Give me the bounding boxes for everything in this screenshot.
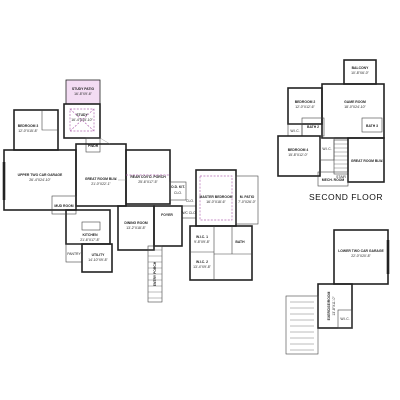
study-dashed-outline xyxy=(69,108,95,132)
rear-porch-label: REAR COV'D. PORCH xyxy=(130,175,166,179)
utility-size: 14'-10"X9'-8" xyxy=(88,258,108,262)
lower-stair-area xyxy=(285,295,319,355)
wic2-size: 13'-4"X9'-8" xyxy=(193,265,211,269)
bath3-label: BATH 3 xyxy=(366,124,378,128)
master-suite-block xyxy=(189,225,253,281)
mech-room xyxy=(317,171,349,187)
lower-garage-label: LOWER TWO CAR GARAGE xyxy=(338,249,384,253)
lower-level-labels: LOWER TWO CAR GARAGE 22'-0"X20'-8" EXERC… xyxy=(327,249,385,321)
bedroom4-wic-label: W.I.C. xyxy=(322,147,331,151)
master-suite-partitions xyxy=(190,226,252,280)
entry-porch-steps xyxy=(148,249,162,299)
lower-stair-treads xyxy=(290,301,314,351)
pwdr-label: PWDR xyxy=(88,144,99,148)
utility-label: UTILITY xyxy=(92,253,106,257)
stair-label: STAIR xyxy=(336,175,346,179)
second-floor-title: SECOND FLOOR xyxy=(309,192,383,202)
bedroom2-size: 12'-0"X12'-6" xyxy=(295,105,315,109)
balcony-size: 10'-8"X6'-0" xyxy=(351,71,369,75)
m-patio-area xyxy=(235,175,259,225)
pantry-label: PANTRY xyxy=(67,252,81,256)
study-patio-area xyxy=(65,79,101,105)
kitchen-size: 21'-6"X17'-8" xyxy=(80,238,100,242)
clo1-label: CLO. xyxy=(174,191,182,195)
second-floor-labels: BALCONY 10'-8"X6'-0" BEDROOM 2 12'-0"X12… xyxy=(288,66,383,202)
master-bedroom-size: 16'-0"X18'-6" xyxy=(206,200,226,204)
clo2-label: CLO. xyxy=(186,199,194,203)
bedroom2-wic-label: W.I.C. xyxy=(290,129,299,133)
study-room xyxy=(63,103,101,139)
wc-clo-label: W/C CLO. xyxy=(181,211,197,215)
wic2-label: W.I.C. 2 xyxy=(196,260,208,264)
great-room xyxy=(75,143,127,207)
great-room-size: 21'-0"X22'-1" xyxy=(91,182,111,186)
od-kitchen-area xyxy=(169,181,187,201)
first-floor-labels: STUDY PATIO 16'-8"X9'-6" STUDY 16'-4"X15… xyxy=(18,87,257,286)
upper-garage-label: UPPER TWO CAR GARAGE xyxy=(18,173,63,177)
od-kit-label: O.D. KIT. xyxy=(171,185,185,189)
kitchen-island xyxy=(81,221,101,231)
dining-room-size: 13'-2"X18'-8" xyxy=(126,226,146,230)
second-floor-plan xyxy=(277,59,385,187)
study-label: STUDY xyxy=(76,113,88,117)
wic1-size: 9'-8"X9'-8" xyxy=(194,240,211,244)
bedroom2-label: BEDROOM 2 xyxy=(295,100,316,104)
stair-area xyxy=(333,139,349,175)
master-bath-label: BATH xyxy=(235,240,245,244)
lower-wic-label: W.I.C. xyxy=(340,317,349,321)
great-room-label: GREAT ROOM BLW. xyxy=(85,177,117,181)
bedroom3-size: 12'-0"X15'-8" xyxy=(18,129,38,133)
game-room-label: GAME ROOM xyxy=(344,100,366,104)
wic1-label: W.I.C. 1 xyxy=(196,235,208,239)
game-room-size: 18'-0"X24'-10" xyxy=(344,105,366,109)
rear-porch-room xyxy=(125,149,171,205)
bath2-label: BATH 2 xyxy=(307,125,319,129)
kitchen-label: KITCHEN xyxy=(82,233,98,237)
m-patio-label: M. PATIO xyxy=(240,195,255,199)
master-bedroom-dashes xyxy=(199,175,233,221)
entry-porch-label: ENTRY PORCH xyxy=(153,261,157,286)
utility-room xyxy=(81,243,113,273)
foyer-label: FOYER xyxy=(161,213,173,217)
foyer-room xyxy=(153,205,183,247)
study-patio-size: 16'-8"X9'-6" xyxy=(74,92,92,96)
lower-garage-size: 22'-0"X20'-8" xyxy=(351,254,371,258)
pwdr-room xyxy=(85,137,101,153)
exercise-room-size: 13'-8"X11'-0" xyxy=(332,296,336,316)
master-bedroom-label: MASTER BEDROOM xyxy=(200,195,233,199)
great-room-open-area xyxy=(347,137,385,183)
bath3-room xyxy=(361,117,383,133)
study-size: 16'-4"X15'-10" xyxy=(71,118,93,122)
study-patio-label: STUDY PATIO xyxy=(72,87,95,91)
balcony-label: BALCONY xyxy=(352,66,370,70)
mech-room-label: MECH. ROOM xyxy=(322,178,345,182)
great-room-blw-label: GREAT ROOM BLW. xyxy=(351,159,383,163)
exercise-room-label: EXERCISE/ROOM xyxy=(327,292,331,321)
rear-porch-size: 25'-6"X17'-5" xyxy=(138,180,158,184)
second-floor-stair-treads xyxy=(334,143,348,169)
mud-room-label: MUD ROOM xyxy=(54,204,73,208)
lower-level-plan xyxy=(285,229,390,355)
m-patio-size: 7'-0"X26'-0" xyxy=(238,200,256,204)
first-floor-plan xyxy=(2,79,259,303)
bedroom3-label: BEDROOM 3 xyxy=(18,124,39,128)
lower-wic xyxy=(337,309,353,329)
upper-garage-size: 26'-4"X24'-10" xyxy=(29,178,51,182)
bedroom4-label: BEDROOM 4 xyxy=(288,148,309,152)
bedroom4-size: 15'-8"X12'-0" xyxy=(288,153,308,157)
bedroom3-bath xyxy=(41,110,58,131)
first-floor-misc-lines xyxy=(60,137,126,215)
dining-room-label: DINING ROOM xyxy=(124,221,148,225)
game-room xyxy=(321,83,385,139)
